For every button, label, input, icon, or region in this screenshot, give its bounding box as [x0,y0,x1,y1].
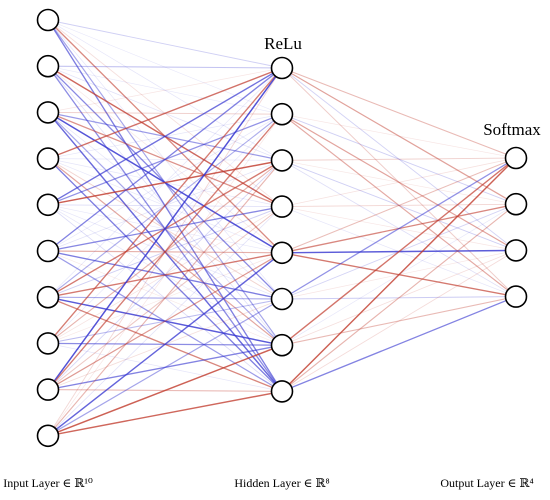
connection-l1-1-2 [281,113,517,251]
connection-l0-5-6 [47,250,283,346]
connection-l0-8-4 [47,252,283,391]
connection-l1-4-0 [281,157,517,254]
connection-l0-8-0 [47,67,283,391]
connection-l0-6-4 [47,252,283,298]
connection-l1-5-3 [281,296,517,300]
connection-l0-4-0 [47,67,283,206]
connection-l1-0-0 [281,67,517,159]
connection-l0-9-7 [47,390,283,437]
input-neuron-7 [36,285,60,309]
connection-l1-6-2 [281,250,517,346]
connection-l0-5-1 [47,113,283,252]
connection-l1-0-2 [281,67,517,251]
connection-l1-6-3 [281,296,517,346]
connection-l0-9-6 [47,344,283,437]
hidden-layer-caption: Hidden Layer ∈ ℝ⁸ [234,476,329,490]
input-neuron-5 [36,193,60,217]
connection-l1-0-3 [281,67,517,297]
output-neuron-1 [504,146,528,170]
connection-l1-2-0 [281,157,517,161]
connection-l1-5-0 [281,157,517,300]
connection-l0-7-0 [47,67,283,344]
hidden-neuron-7 [270,333,294,357]
connection-l1-2-2 [281,159,517,251]
connection-l1-3-0 [281,157,517,207]
connection-lines [47,19,517,437]
connection-l1-7-1 [281,203,517,392]
input-neuron-4 [36,147,60,170]
connection-l0-9-4 [47,252,283,437]
output-neuron-2 [504,192,528,216]
connection-l0-9-2 [47,160,283,437]
hidden-layer-activation-label: ReLu [264,34,302,53]
connection-l0-8-6 [47,344,283,391]
connection-l0-9-1 [47,113,283,437]
input-neuron-8 [36,332,60,355]
hidden-neuron-4 [270,195,294,218]
output-neuron-3 [504,239,528,262]
connection-l0-1-0 [47,65,283,69]
connection-l0-7-4 [47,252,283,344]
connection-l1-1-3 [281,113,517,298]
connection-l0-9-0 [47,67,283,437]
connection-l0-9-5 [47,298,283,437]
connection-l0-3-0 [47,67,283,160]
input-neuron-10 [36,424,60,448]
connection-l1-7-0 [281,157,517,392]
input-neuron-3 [36,101,60,124]
connection-l0-6-0 [47,67,283,298]
hidden-neuron-2 [270,102,294,126]
hidden-neuron-8 [270,380,294,403]
output-neuron-4 [504,285,528,308]
connection-l0-7-3 [47,206,283,344]
connection-l0-8-3 [47,206,283,390]
connection-l1-7-3 [281,295,517,393]
connection-l1-1-0 [281,113,517,159]
hidden-neuron-6 [270,287,294,311]
connection-l0-4-2 [47,159,283,206]
input-neuron-9 [36,378,60,401]
output-layer-activation-label: Softmax [483,120,541,139]
connection-l0-2-0 [47,67,283,113]
connection-l0-1-1 [47,65,283,115]
input-neuron-1 [36,8,60,32]
connection-l0-9-3 [47,206,283,437]
neurons [36,8,528,448]
input-neuron-2 [36,54,60,78]
connection-l1-7-2 [281,250,517,392]
connection-l0-8-2 [47,160,283,390]
input-neuron-6 [36,239,60,263]
connection-l0-0-0 [47,19,283,69]
hidden-neuron-1 [270,56,294,80]
connection-l0-8-1 [47,113,283,391]
connection-l1-3-1 [281,203,517,208]
hidden-neuron-5 [270,241,294,265]
input-layer-caption: Input Layer ∈ ℝ¹⁰ [3,476,93,490]
output-layer-caption: Output Layer ∈ ℝ⁴ [440,476,533,490]
hidden-neuron-3 [270,149,294,172]
connection-l0-0-2 [47,19,283,161]
connection-l0-5-0 [47,67,283,252]
connection-l1-6-0 [281,157,517,346]
